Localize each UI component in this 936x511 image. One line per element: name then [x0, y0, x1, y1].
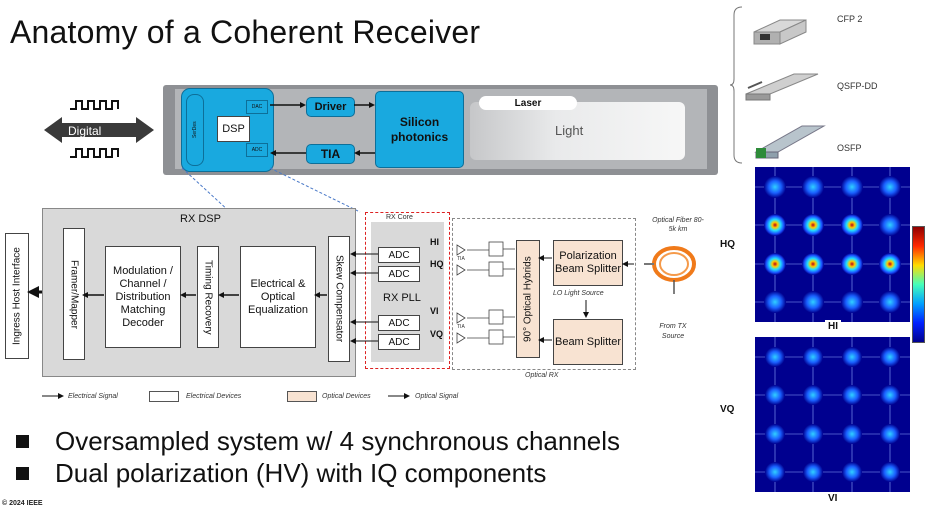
tia-label-2: TIA [457, 324, 465, 330]
dsp-flow-arrows [82, 292, 327, 298]
channel-hi-label: HI [430, 237, 439, 247]
light-label: Light [555, 123, 584, 138]
modulation-decoder-block: Modulation / Channel / Distribution Matc… [105, 246, 181, 348]
legend-optical-devices: Optical Devices [322, 393, 371, 400]
channel-hq-label: HQ [430, 259, 444, 269]
polarization-beam-splitter: Polarization Beam Splitter [553, 240, 623, 286]
adc-vq: ADC [378, 334, 420, 350]
vi-axis-label: VI [825, 492, 841, 505]
skew-compensator-block: Skew Compensator [328, 236, 350, 362]
ingress-host-interface: Ingress Host Interface [5, 233, 29, 359]
dsp-block: DSP [217, 116, 250, 142]
qsfp-dd-module-icon [745, 73, 819, 101]
colorbar [912, 226, 925, 343]
lo-light-source-label: LO Light Source [553, 290, 604, 297]
cfp2-module-icon [753, 19, 807, 45]
from-tx-source-label: From TX Source [659, 323, 687, 340]
digital-waveform-icon [44, 100, 154, 158]
beam-splitter: Beam Splitter [553, 319, 623, 365]
module-signal-arrows [270, 102, 375, 156]
osfp-module-icon [754, 125, 826, 159]
bullet-item-1: Oversampled system w/ 4 synchronous chan… [10, 425, 620, 457]
legend-optical-signal: Optical Signal [415, 393, 459, 400]
timing-recovery-block: Timing Recovery [197, 246, 219, 348]
rx-dsp-label: RX DSP [180, 213, 221, 225]
dac-block: DAC [246, 100, 268, 114]
driver-block: Driver [306, 97, 355, 117]
digital-label: Digital [68, 124, 102, 138]
zoom-lines [181, 167, 361, 213]
legend-electrical-swatch [149, 391, 179, 402]
light-beam [470, 102, 685, 160]
bullet-square-icon [16, 466, 29, 480]
hi-axis-label: HI [825, 320, 841, 333]
page-title: Anatomy of a Coherent Receiver [10, 14, 481, 50]
channel-vi-label: VI [430, 306, 439, 316]
vq-vi-constellation [755, 337, 910, 492]
tia-block: TIA [306, 144, 355, 164]
dsp-asic [181, 88, 274, 172]
adc-vi: ADC [378, 315, 420, 331]
optical-rx-label: Optical RX [525, 372, 559, 379]
serdes-block: SerDes [186, 94, 204, 166]
legend-electrical-devices: Electrical Devices [186, 393, 242, 400]
legend-electrical-signal: Electrical Signal [68, 393, 118, 400]
silicon-photonics-block: Silicon photonics [375, 91, 464, 168]
bullet-square-icon [16, 434, 29, 448]
tia-photodiode-stages [456, 241, 515, 345]
optical-rx-boundary [452, 218, 636, 370]
hq-axis-label: HQ [717, 238, 738, 251]
equalization-block: Electrical & Optical Equalization [240, 246, 316, 348]
cfp2-label: CFP 2 [837, 14, 863, 24]
laser-block: Laser [479, 96, 577, 110]
adc-to-skew-arrows [350, 251, 378, 344]
copyright: © 2024 IEEE [2, 500, 43, 507]
bullet-list: Oversampled system w/ 4 synchronous chan… [10, 425, 620, 489]
bullet-item-2: Dual polarization (HV) with IQ component… [10, 457, 620, 489]
electrical-signal-arrow [42, 393, 64, 399]
rx-core-label: RX Core [386, 214, 413, 221]
form-factor-bracket [730, 6, 743, 164]
adc-block: ADC [246, 143, 268, 157]
rx-pll-label: RX PLL [383, 292, 421, 304]
osfp-label: OSFP [837, 143, 862, 153]
optical-fiber-coil-icon [644, 246, 696, 294]
optical-signal-arrow [388, 393, 410, 399]
qsfp-dd-label: QSFP-DD [837, 81, 878, 91]
hq-hi-constellation [755, 167, 910, 322]
adc-hi: ADC [378, 247, 420, 263]
legend-optical-swatch [287, 391, 317, 402]
optical-signal-arrows [538, 255, 634, 343]
rx-core-boundary [365, 212, 450, 369]
tia-label-1: TIA [457, 256, 465, 262]
channel-vq-label: VQ [430, 329, 444, 339]
vq-axis-label: VQ [717, 403, 738, 416]
adc-hq: ADC [378, 266, 420, 282]
optical-fiber-label: Optical Fiber 80-5k km [652, 217, 704, 233]
